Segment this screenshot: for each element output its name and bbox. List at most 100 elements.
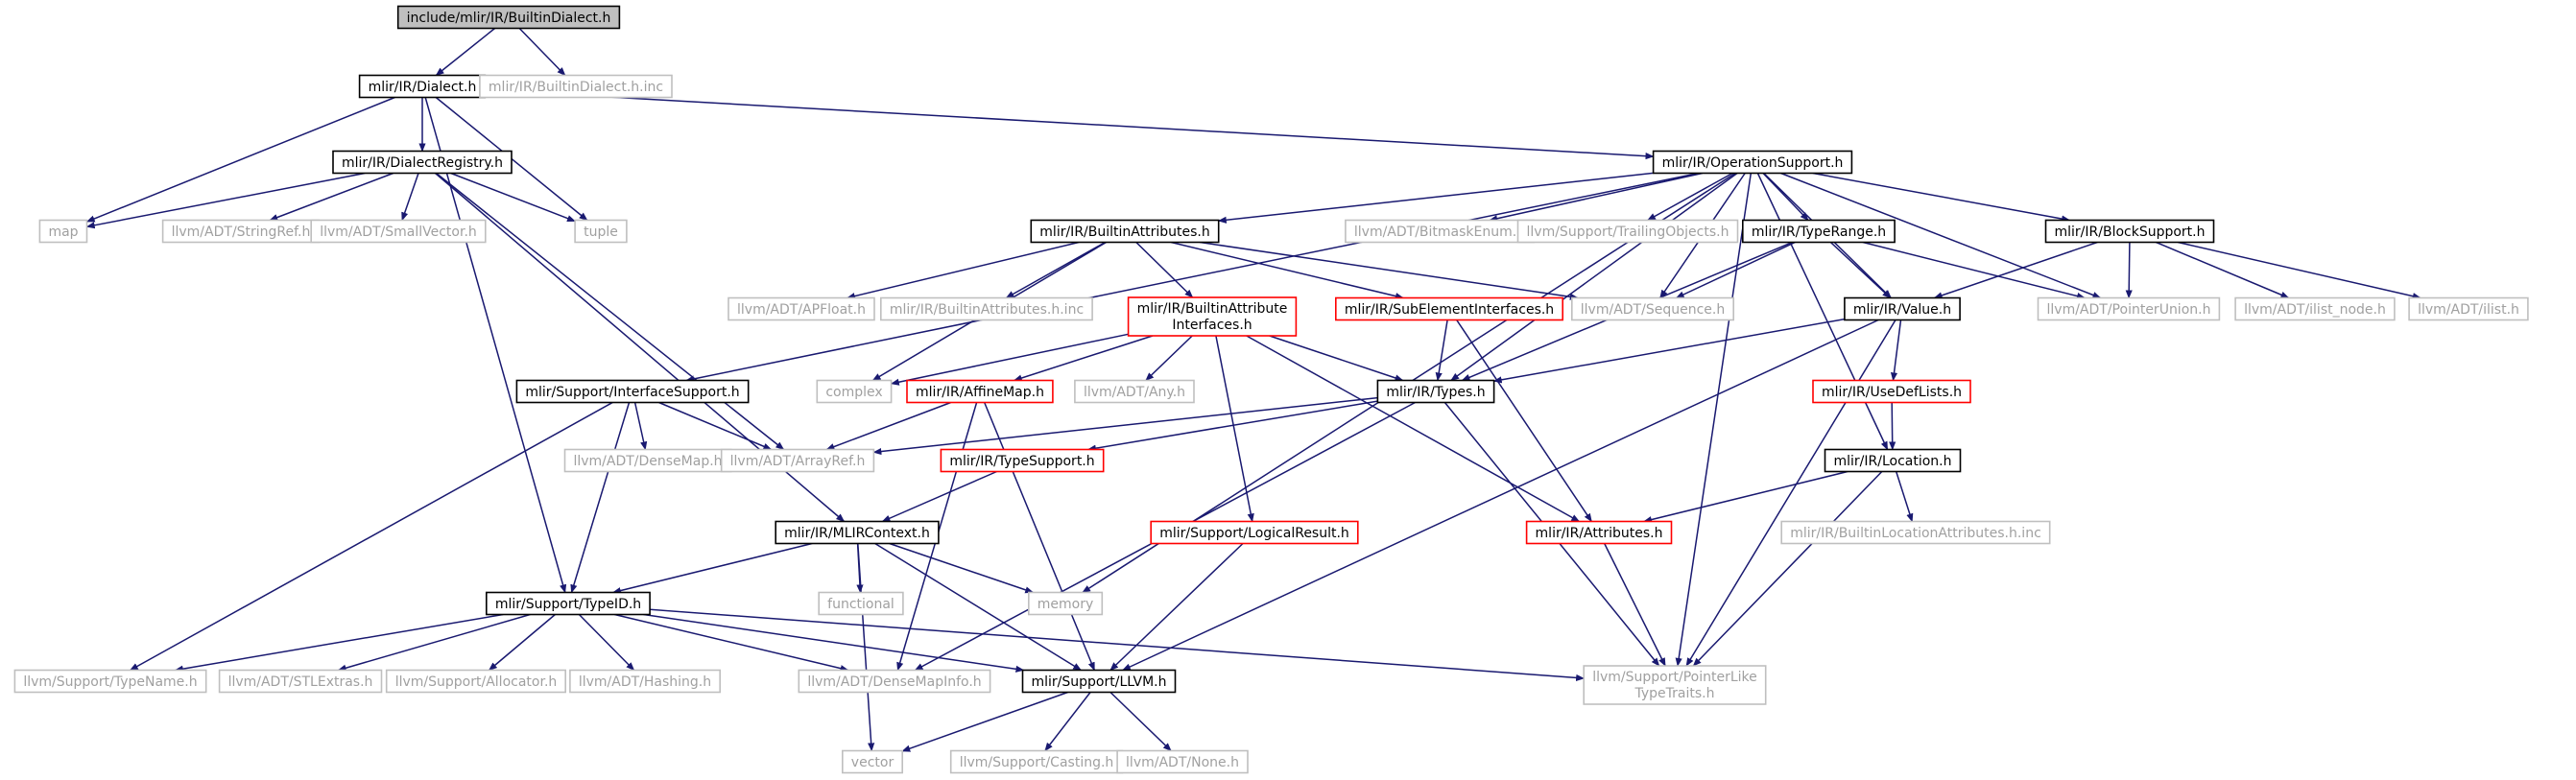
node-label: llvm/ADT/SmallVector.h: [320, 225, 477, 240]
node-box: [2044, 219, 2215, 244]
node-dialect-registry-h[interactable]: mlir/IR/DialectRegistry.h: [332, 150, 513, 175]
node-box: [569, 669, 722, 694]
node-mlircontext-h[interactable]: mlir/IR/MLIRContext.h: [775, 520, 940, 545]
node-label: mlir/Support/InterfaceSupport.h: [525, 385, 739, 400]
node-label: llvm/ADT/Hashing.h: [579, 674, 711, 690]
node-label: mlir/Support/TypeID.h: [495, 597, 641, 612]
edge-mlircontext_h-to-llvm_h: [874, 542, 1083, 672]
node-none-h: llvm/ADT/None.h: [1116, 749, 1249, 774]
node-label: llvm/ADT/ilist.h: [2418, 302, 2519, 318]
edge-interface_support_h-to-typeid_h: [570, 402, 631, 594]
edge-interface_support_h-to-typename_h: [129, 401, 613, 672]
node-box: [515, 379, 750, 404]
edge-value_h-to-llvm_h: [1121, 319, 1879, 672]
edge-blocksupport_h-to-pointerunion_h: [2125, 242, 2133, 299]
node-dialect-h[interactable]: mlir/IR/Dialect.h: [358, 74, 487, 99]
edge-operation_support_h-to-pointerlike_typetraits_h: [1675, 173, 1753, 667]
edge-builtin_attr_ifaces_h-to-attributes_h: [1246, 335, 1581, 523]
edge-operation_support_h-to-bitmaskenum_h: [1489, 172, 1704, 223]
node-box: [1742, 219, 1896, 244]
node-builtin-attributes-h[interactable]: mlir/IR/BuiltinAttributes.h: [1030, 219, 1220, 244]
node-ilist-node-h: llvm/ADT/ilist_node.h: [2234, 296, 2396, 321]
node-box: [816, 379, 893, 404]
node-value-h[interactable]: mlir/IR/Value.h: [1844, 296, 1961, 321]
edge-operation_support_h-to-interface_support_h: [685, 172, 1699, 383]
node-builtin-dialect-h[interactable]: include/mlir/IR/BuiltinDialect.h: [396, 5, 621, 30]
node-box: [1824, 448, 1962, 473]
edge-dialect_h-to-operation_support_h: [485, 88, 1655, 160]
node-label: mlir/IR/MLIRContext.h: [784, 526, 930, 541]
edge-typeid_h-to-stlextras_h: [337, 613, 531, 672]
edge-logicalresult_h-to-llvm_h: [1109, 542, 1244, 672]
node-box: [727, 296, 875, 321]
node-label: Interfaces.h: [1172, 318, 1252, 333]
node-subelement-ifaces-h[interactable]: mlir/IR/SubElementInterfaces.h: [1335, 296, 1564, 321]
edge-builtin_attributes_h-to-apfloat_h: [846, 241, 1080, 300]
node-llvm-h[interactable]: mlir/Support/LLVM.h: [1021, 669, 1177, 694]
node-box: [1335, 296, 1564, 321]
node-affinemap-h[interactable]: mlir/IR/AffineMap.h: [906, 379, 1054, 404]
node-label: llvm/ADT/DenseMap.h: [573, 454, 722, 469]
edge-interface_support_h-to-densemap_h: [633, 402, 648, 451]
node-typeid-h[interactable]: mlir/Support/TypeID.h: [485, 591, 651, 616]
node-logicalresult-h[interactable]: mlir/Support/LogicalResult.h: [1150, 520, 1359, 545]
node-types-h[interactable]: mlir/IR/Types.h: [1376, 379, 1495, 404]
node-interface-support-h[interactable]: mlir/Support/InterfaceSupport.h: [515, 379, 750, 404]
node-box: [1652, 150, 1853, 175]
node-box: [332, 150, 513, 175]
edge-builtin_attr_ifaces_h-to-any_h: [1145, 335, 1193, 382]
edge-usedeflists_h-to-location_h: [1889, 402, 1896, 451]
node-usedeflists-h[interactable]: mlir/IR/UseDefLists.h: [1812, 379, 1971, 404]
edge-dialect_registry_h-to-smallvector_h: [401, 173, 419, 222]
node-label: llvm/Support/Casting.h: [960, 755, 1114, 770]
node-box: [841, 749, 903, 774]
node-operation-support-h[interactable]: mlir/IR/OperationSupport.h: [1652, 150, 1853, 175]
edge-builtin_attr_ifaces_h-to-affinemap_h: [1013, 335, 1154, 382]
edge-attributes_h-to-pointerlike_typetraits_h: [1604, 543, 1666, 667]
node-label: functional: [827, 597, 894, 612]
edge-types_h-to-arrayref_h: [872, 396, 1378, 456]
node-sequence-h: llvm/ADT/Sequence.h: [1571, 296, 1735, 321]
node-hashing-h: llvm/ADT/Hashing.h: [569, 669, 722, 694]
node-box: [1583, 665, 1767, 705]
node-label: include/mlir/IR/BuiltinDialect.h: [407, 11, 611, 26]
edge-typerange_h-to-sequence_h: [1675, 241, 1796, 299]
edge-builtin_attributes_h-to-builtin_attributes_inc: [1005, 241, 1106, 299]
edge-operation_support_h-to-types_h: [1450, 172, 1738, 382]
edge-typerange_h-to-pointerunion_h: [1862, 241, 2086, 300]
node-attributes-h[interactable]: mlir/IR/Attributes.h: [1525, 520, 1673, 545]
node-memory: memory: [1028, 591, 1104, 616]
node-typename-h: llvm/Support/TypeName.h: [13, 669, 207, 694]
edge-llvm_h-to-vector: [901, 691, 1068, 752]
node-location-h[interactable]: mlir/IR/Location.h: [1824, 448, 1962, 473]
node-box: [1844, 296, 1961, 321]
node-label: mlir/IR/AffineMap.h: [916, 385, 1044, 400]
node-apfloat-h: llvm/ADT/APFloat.h: [727, 296, 875, 321]
node-arrayref-h: llvm/ADT/ArrayRef.h: [720, 448, 875, 473]
edge-builtin_attributes_h-to-sequence_h: [1199, 241, 1579, 300]
node-label: vector: [851, 755, 894, 770]
node-box: [798, 669, 991, 694]
node-box: [38, 219, 88, 244]
node-label: llvm/ADT/BitmaskEnum.h: [1354, 225, 1525, 240]
node-box: [1116, 749, 1249, 774]
node-box: [1525, 520, 1673, 545]
node-box: [310, 219, 487, 244]
node-typerange-h[interactable]: mlir/IR/TypeRange.h: [1742, 219, 1896, 244]
edge-mlircontext_h-to-typeid_h: [611, 542, 813, 595]
node-label: mlir/IR/TypeRange.h: [1752, 225, 1886, 240]
node-box: [2037, 296, 2221, 321]
edge-value_h-to-usedeflists_h: [1890, 319, 1902, 382]
edge-blocksupport_h-to-ilist_node_h: [2156, 241, 2290, 299]
edge-typeid_h-to-llvm_h: [643, 613, 1025, 673]
node-typesupport-h[interactable]: mlir/IR/TypeSupport.h: [940, 448, 1105, 473]
node-functional: functional: [818, 591, 904, 616]
node-label: mlir/IR/BuiltinLocationAttributes.h.inc: [1790, 526, 2041, 541]
node-box: [1376, 379, 1495, 404]
node-label: llvm/Support/Allocator.h: [395, 674, 558, 690]
node-box: [1028, 591, 1104, 616]
node-blocksupport-h[interactable]: mlir/IR/BlockSupport.h: [2044, 219, 2215, 244]
